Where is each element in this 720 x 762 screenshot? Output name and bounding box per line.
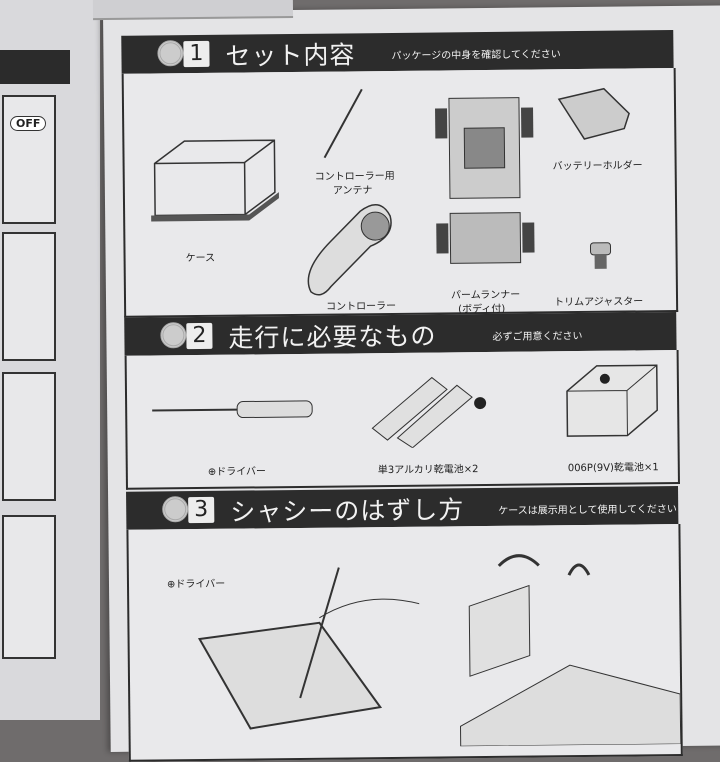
display-case-icon [151, 139, 279, 222]
manual-page: 1 セット内容 パッケージの中身を確認してください ケース コントローラー用 ア… [92, 0, 720, 762]
section-title: シャシーのはずし方 [230, 495, 465, 527]
item-label: 単3アルカリ乾電池×2 [377, 464, 479, 477]
battery-holder-icon [557, 87, 630, 140]
off-label: OFF [10, 116, 47, 131]
top-illustration [92, 0, 294, 21]
section-3-header: 3 シャシーのはずし方 ケースは展示用として使用してください [126, 486, 679, 530]
trim-adjuster-icon [589, 242, 612, 269]
left-panel [2, 372, 56, 501]
screwdriver-in-case-icon [197, 567, 421, 730]
section-1-panel: ケース コントローラー用 アンテナ コントローラー パームランナー (ボディ付)… [121, 68, 679, 318]
section-title: 走行に必要なもの [228, 321, 437, 353]
item-label: ⊕ドライバー [207, 466, 267, 478]
antenna-icon [323, 88, 363, 159]
section-1-header: 1 セット内容 パッケージの中身を確認してください [121, 30, 674, 74]
item-label: ケース [185, 252, 216, 265]
screwdriver-icon [152, 400, 313, 419]
section-2-header: 2 走行に必要なもの 必ずご用意ください [124, 312, 677, 356]
section-3-panel: ⊕ドライバー [126, 523, 683, 762]
section-2-panel: ⊕ドライバー 単3アルカリ乾電池×2 006P(9V)乾電池×1 [124, 349, 680, 490]
left-page: OFF [0, 0, 100, 720]
section-subtitle: パッケージの中身を確認してください [391, 49, 561, 62]
chassis-removal-icon [459, 554, 681, 747]
left-panel [2, 232, 56, 361]
item-label: トリムアジャスター [554, 296, 644, 309]
item-label: コントローラー [326, 300, 397, 313]
controller-icon [307, 204, 392, 296]
gear-icon [160, 322, 187, 349]
left-panel [2, 515, 56, 659]
aa-batteries-icon [371, 376, 487, 449]
gear-icon [157, 40, 184, 67]
item-label: 006P(9V)乾電池×1 [567, 462, 659, 475]
section-subtitle: 必ずご用意ください [492, 330, 583, 343]
section-number: 1 [183, 40, 210, 68]
left-page-band [0, 50, 70, 84]
left-panel [2, 95, 56, 224]
9v-battery-icon [566, 364, 658, 437]
item-label: バッテリーホルダー [552, 160, 643, 173]
section-number: 2 [186, 322, 213, 350]
section-title: セット内容 [225, 40, 356, 71]
gear-icon [162, 496, 189, 523]
section-subtitle: ケースは展示用として使用してください [498, 504, 677, 517]
chassis-icon [435, 97, 535, 264]
section-number: 3 [188, 496, 215, 524]
